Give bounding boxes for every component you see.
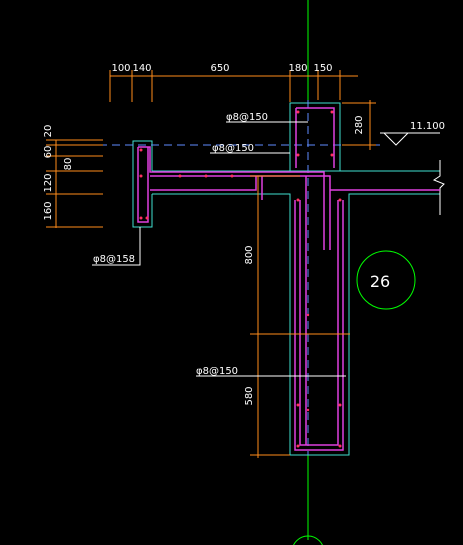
left-dim-2: 60	[43, 146, 54, 159]
rebar-dots	[139, 110, 342, 448]
height-dim-280: 280	[354, 115, 365, 134]
rebar-tag-edge: φ8@158	[93, 254, 135, 265]
rebar-tag-leaders	[92, 121, 346, 377]
top-dim-2: 140	[132, 63, 151, 74]
top-dim-4: 180	[288, 63, 307, 74]
top-dim-3: 650	[210, 63, 229, 74]
rebar	[137, 107, 440, 451]
left-dim-1: 20	[43, 125, 54, 138]
beam-dimension-chain	[250, 175, 350, 458]
top-dimension-chain	[109, 70, 358, 102]
axis-bubble	[356, 250, 416, 310]
top-dim-1: 100	[111, 63, 130, 74]
rebar-tag-slab: φ8@150	[212, 143, 254, 154]
elevation-label: 11.100	[410, 121, 445, 132]
height-dim-580: 580	[244, 386, 255, 405]
rebar-tag-beam: φ8@150	[196, 366, 238, 377]
left-dim-3: 80	[63, 158, 74, 171]
left-dimension-chain	[46, 139, 103, 228]
elevation-mark	[380, 132, 440, 146]
hidden-lines	[60, 100, 380, 455]
axis-label: 26	[370, 272, 390, 291]
rebar-tag-upstand: φ8@150	[226, 112, 268, 123]
left-dim-4: 120	[43, 173, 54, 192]
concrete-outline	[132, 102, 445, 456]
left-dim-5: 160	[43, 201, 54, 220]
axis-bubble-bottom	[293, 535, 323, 545]
height-dim-800: 800	[244, 245, 255, 264]
right-dimension-280	[342, 100, 376, 150]
top-dim-5: 150	[313, 63, 332, 74]
